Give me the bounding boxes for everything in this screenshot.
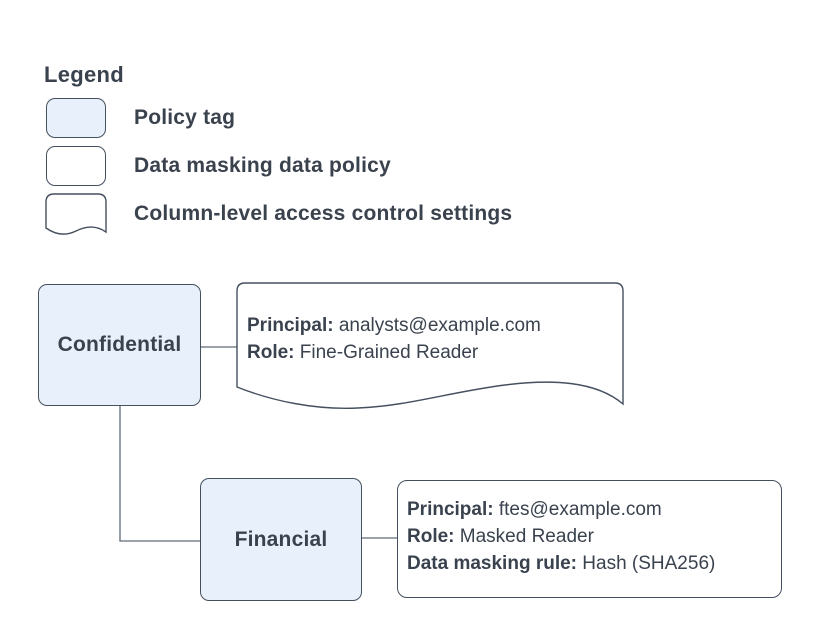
legend-label-policy-tag: Policy tag	[134, 106, 236, 129]
field-role-value: Fine-Grained Reader	[299, 342, 479, 363]
field-role-value: Masked Reader	[459, 526, 594, 547]
field-principal-value: analysts@example.com	[338, 315, 541, 336]
legend-label-column-access: Column-level access control settings	[134, 202, 513, 225]
field-role: Role: Fine-Grained Reader	[247, 339, 541, 366]
policy-tag-financial: Financial	[200, 478, 362, 601]
policy-tag-financial-label: Financial	[234, 527, 328, 551]
legend-title: Legend	[44, 62, 125, 87]
field-principal: Principal: ftes@example.com	[407, 496, 715, 523]
field-principal-label: Principal:	[407, 499, 494, 520]
legend-document-swatch	[45, 193, 107, 235]
legend-policy-tag-swatch	[46, 98, 106, 138]
field-masking-rule-value: Hash (SHA256)	[582, 553, 716, 574]
policy-tag-confidential-label: Confidential	[57, 333, 182, 356]
policy-tag-confidential: Confidential	[38, 284, 201, 406]
data-policy-ftes-fields: Principal: ftes@example.com Role: Masked…	[407, 496, 715, 577]
field-masking-rule: Data masking rule: Hash (SHA256)	[407, 550, 715, 577]
field-principal-value: ftes@example.com	[498, 499, 662, 520]
field-role: Role: Masked Reader	[407, 523, 715, 550]
field-masking-rule-label: Data masking rule:	[407, 553, 577, 574]
edge-confidential-financial	[119, 406, 200, 542]
data-policy-box-ftes	[397, 480, 782, 598]
field-principal: Principal: analysts@example.com	[247, 312, 541, 339]
legend-label-data-policy: Data masking data policy	[134, 154, 391, 177]
field-role-label: Role:	[247, 342, 295, 363]
field-principal-label: Principal:	[247, 315, 334, 336]
field-role-label: Role:	[407, 526, 455, 547]
legend-data-policy-swatch	[46, 146, 106, 186]
access-settings-analysts: Principal: analysts@example.com Role: Fi…	[247, 312, 541, 366]
